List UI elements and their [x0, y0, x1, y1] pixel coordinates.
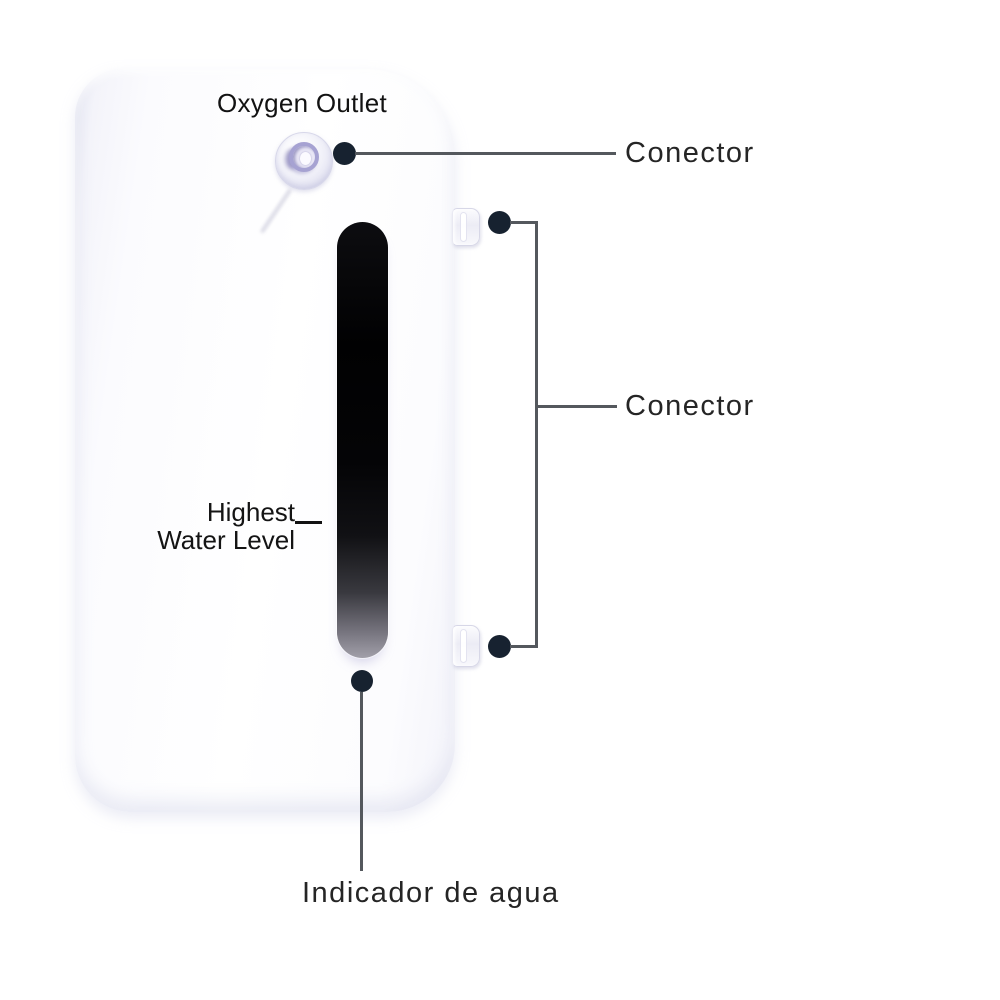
water-level-print-line2: Water Level: [157, 525, 295, 555]
callout-bracket-branch: [537, 405, 617, 408]
nozzle-hole: [300, 152, 311, 165]
callout-bracket-top-arm: [510, 221, 537, 224]
callout-label-connector-side: Conector: [625, 390, 755, 422]
water-level-mark: [295, 521, 322, 524]
callout-label-connector-top: Conector: [625, 137, 755, 169]
connector-tab-bottom-highlight: [460, 629, 467, 663]
humidifier-bottle: Oxygen Outlet Highest Water Level: [75, 69, 455, 812]
callout-bracket-bottom-arm: [510, 645, 537, 648]
water-level-print-label: Highest Water Level: [157, 498, 295, 554]
water-level-print-line1: Highest: [206, 497, 295, 527]
inner-tube-shadow: [259, 188, 293, 234]
connector-tab-top: [452, 208, 480, 246]
oxygen-outlet-print-label: Oxygen Outlet: [216, 88, 388, 118]
water-level-window: [337, 222, 388, 658]
connector-tab-top-highlight: [460, 212, 467, 242]
callout-line-nozzle: [355, 152, 616, 155]
callout-line-water-indicator: [360, 692, 363, 871]
callout-label-water-indicator: Indicador de agua: [302, 877, 560, 909]
callout-dot-water-indicator: [351, 670, 373, 692]
callout-dot-nozzle: [333, 142, 356, 165]
callout-dot-tab-top: [488, 211, 511, 234]
connector-tab-bottom: [452, 625, 480, 667]
oxygen-outlet-nozzle: [275, 132, 333, 190]
callout-dot-tab-bottom: [488, 635, 511, 658]
callout-bracket-vertical: [535, 221, 538, 648]
